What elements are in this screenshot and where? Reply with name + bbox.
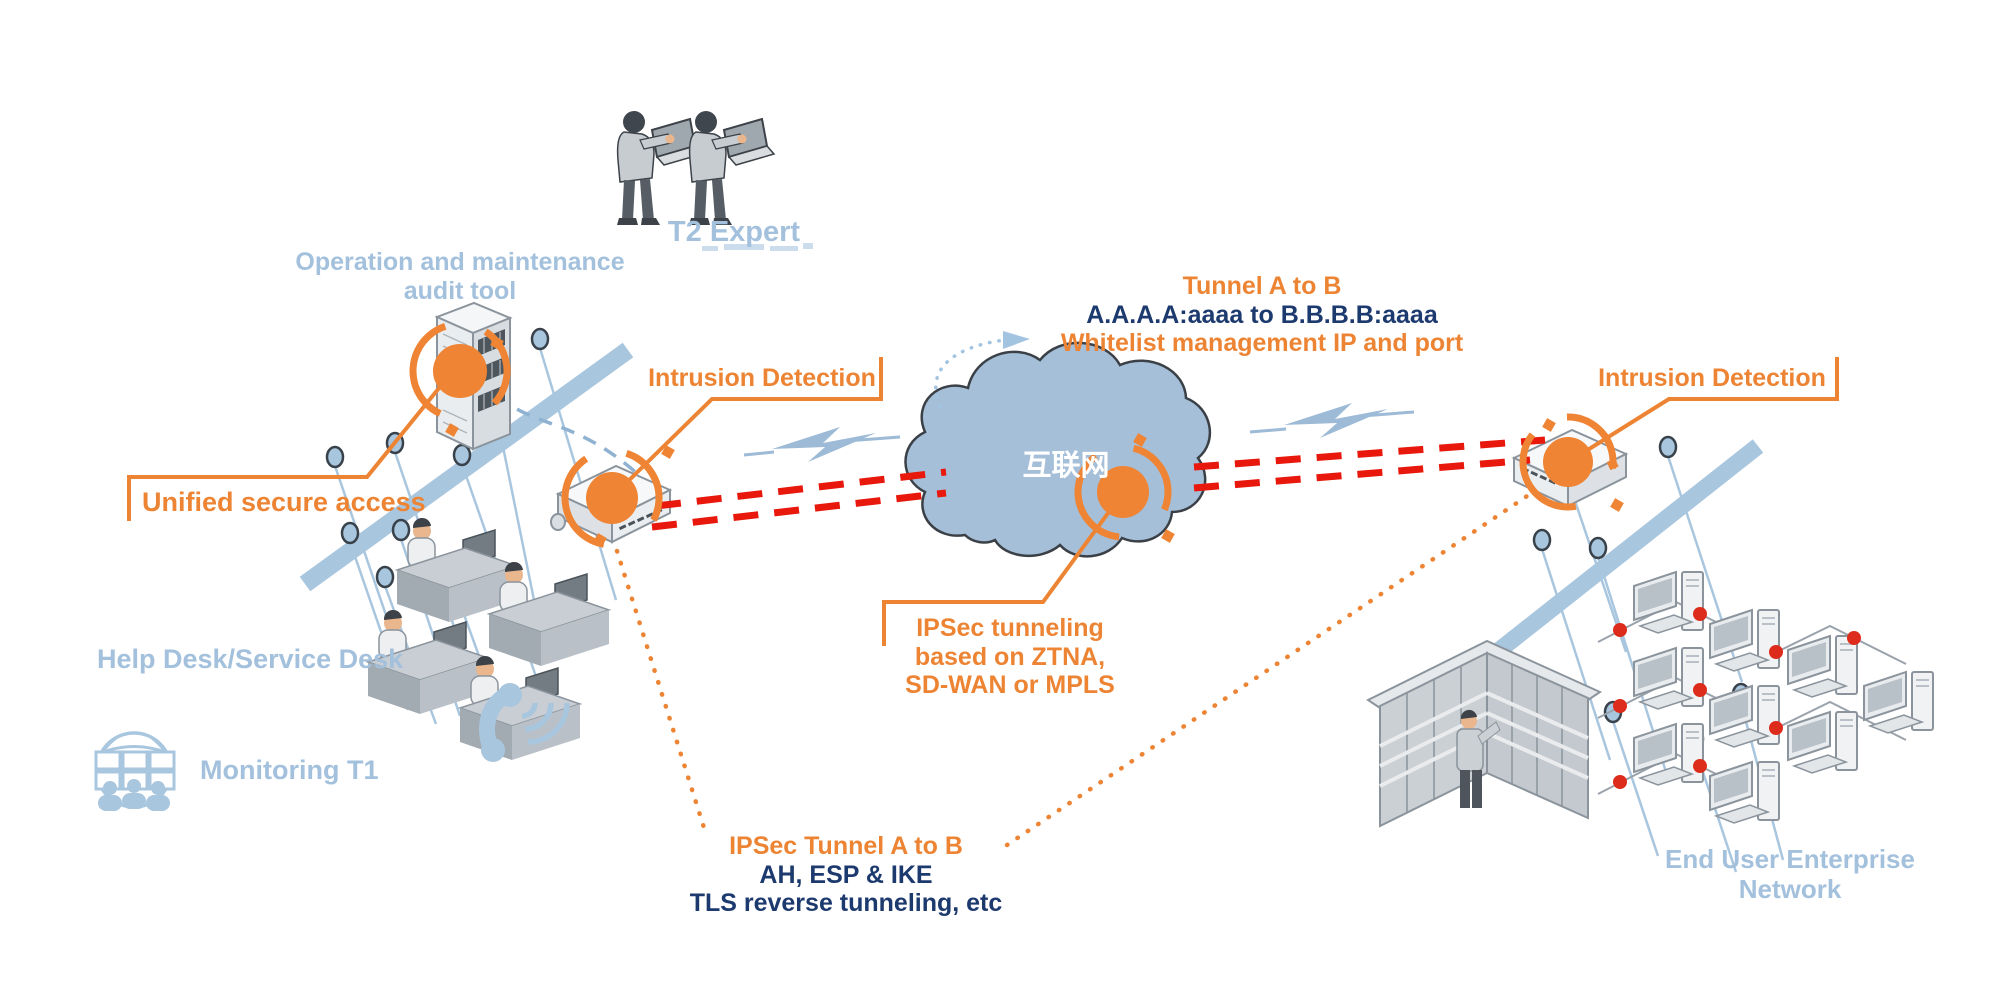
network-pin-icon [340, 521, 360, 545]
intrusion-detection-left-label: Intrusion Detection [648, 364, 876, 392]
network-pin-icon [325, 445, 345, 469]
desktop-computer-icon [1633, 723, 1704, 786]
wireless-bolt-right-icon [1249, 403, 1415, 438]
tunnel-title: Tunnel A to B [1182, 272, 1342, 300]
wireless-bolt-left-icon [743, 427, 901, 462]
faded-text-artifact [702, 243, 813, 251]
ipsec-dotted-links [614, 479, 1551, 848]
desk-agent-icon [488, 561, 610, 667]
person-laptop-icon [688, 110, 775, 226]
tunnel-info-block: Tunnel A to B A.A.A.A:aaaa to B.B.B.B:aa… [1061, 272, 1463, 358]
desktop-computer-icon [1787, 635, 1858, 698]
end-user-network-line2: Network [1738, 873, 1842, 904]
network-pin-icon [1532, 528, 1552, 552]
ipsec-tunneling-line1: IPSec tunneling [916, 614, 1104, 642]
network-pin-icon [391, 518, 411, 542]
internet-cloud-label: 互联网 [1022, 450, 1110, 482]
desk-agent-icon [396, 517, 518, 623]
desktop-computer-icon [1633, 571, 1704, 634]
callout-lines [127, 357, 1839, 646]
end-user-network-line1: End User Enterprise [1665, 844, 1915, 874]
network-pin-icon [452, 443, 472, 467]
ipsec-tunnel-block: IPSec Tunnel A to B AH, ESP & IKE TLS re… [690, 832, 1003, 918]
firewall-right-highlight-dot [1543, 437, 1593, 487]
monitoring-t1-label: Monitoring T1 [200, 755, 379, 785]
network-pin-icon [1658, 435, 1678, 459]
ipsec-tunnel-line3: TLS reverse tunneling, etc [689, 889, 1003, 917]
highlight-arc-squares [445, 336, 1624, 547]
intrusion-detection-right-label: Intrusion Detection [1598, 364, 1826, 392]
t2-expert-label: T2 Expert [667, 216, 801, 248]
lan-node-dots [1613, 607, 1861, 789]
network-pin-icon [1588, 536, 1608, 560]
ipsec-tunnel-line2: AH, ESP & IKE [759, 860, 933, 889]
firewall-left-highlight-dot [586, 472, 638, 524]
desktop-computer-icon [1709, 761, 1780, 824]
person-laptop-icon [616, 110, 703, 226]
desk-agent-icon [459, 655, 581, 761]
phone-icon [479, 683, 570, 762]
enterprise-pc-grid [1633, 571, 1934, 824]
highlight-dots [433, 344, 1593, 524]
technician-icon [1456, 709, 1501, 808]
monitoring-globe-icon [94, 731, 176, 811]
tunnel-red-dashed-lines [651, 436, 1546, 531]
server-racks-icon [1366, 639, 1603, 828]
left-security-bar [299, 342, 634, 592]
desktop-computer-icon [1633, 647, 1704, 710]
tunnel-mapping: A.A.A.A:aaaa to B.B.B.B:aaaa [1086, 300, 1438, 329]
unified-secure-access-label: Unified secure access [142, 487, 426, 517]
end-user-network-label: End User Enterprise Network [1665, 844, 1915, 904]
ipsec-tunneling-line2: based on ZTNA, [914, 642, 1106, 671]
audit-tool-label: Operation and maintenance audit tool [295, 248, 624, 305]
audit-highlight-dot [433, 344, 487, 398]
network-pin-icon [530, 327, 550, 351]
tunnel-whitelist: Whitelist management IP and port [1060, 329, 1464, 357]
t2-expert-people-icon [616, 110, 775, 226]
audit-tool-label-line2: audit tool [403, 276, 517, 305]
desktop-computer-icon [1863, 671, 1934, 734]
desktop-computer-icon [1787, 711, 1858, 774]
audit-tool-label-line1: Operation and maintenance [295, 248, 625, 276]
help-desk-label: Help Desk/Service Desk [97, 644, 404, 674]
ipsec-tunneling-block: IPSec tunneling based on ZTNA, SD-WAN or… [905, 614, 1115, 700]
tunnel-pointer-arrow [934, 331, 1030, 408]
network-pin-icon [375, 565, 395, 589]
ipsec-tunnel-title: IPSec Tunnel A to B [729, 832, 963, 860]
desktop-computer-icon [1709, 685, 1780, 748]
ipsec-tunneling-line3: SD-WAN or MPLS [905, 671, 1115, 699]
cloud-highlight-dot [1097, 466, 1149, 518]
